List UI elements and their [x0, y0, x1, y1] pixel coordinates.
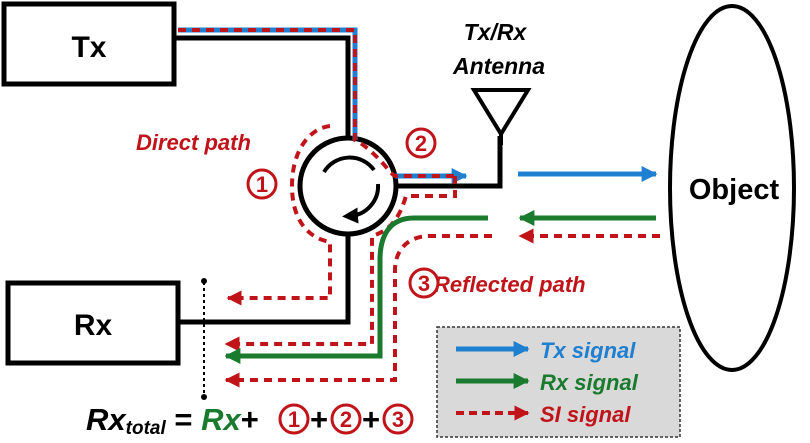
antenna-label-line2: Antenna	[452, 53, 545, 79]
tx-block: Tx	[1, 1, 177, 87]
eq-num-3: 3	[392, 407, 404, 432]
legend: Tx signal Rx signal SI signal	[436, 326, 681, 438]
path-number-2: 2	[405, 127, 437, 159]
tx-label: Tx	[71, 31, 106, 64]
eq-equals: =	[166, 402, 201, 437]
wiring	[174, 35, 503, 325]
legend-rx-label: Rx signal	[540, 370, 639, 395]
legend-tx-label: Tx signal	[540, 338, 636, 363]
eq-num-2: 2	[340, 407, 352, 432]
svg-text:2: 2	[415, 131, 427, 156]
equation: Rxtotal = Rx+ 1 + 2 + 3	[86, 402, 414, 439]
eq-rx-term: Rx	[201, 402, 242, 437]
circulator	[297, 135, 399, 237]
legend-si-label: SI signal	[540, 402, 631, 427]
circulator-arc-arrow	[342, 183, 381, 224]
eq-rx-subscript: total	[126, 418, 167, 439]
si-path-reflected	[224, 228, 660, 388]
svg-text:Rxtotal = Rx+: Rxtotal = Rx+	[86, 402, 259, 439]
rx-coupling-line	[201, 278, 207, 400]
svg-text:3: 3	[418, 271, 430, 296]
antenna-icon	[470, 88, 532, 145]
circulator-to-rx-wire	[178, 230, 351, 325]
reflected-path-label: Reflected path	[434, 272, 586, 297]
si-path-tx-leak	[178, 28, 460, 178]
object-block: Object	[668, 4, 796, 372]
eq-plus-1: +	[241, 402, 259, 437]
rx-signal-path	[224, 209, 656, 365]
circulator-arc-top	[322, 155, 376, 174]
eq-rx-total: Rx	[86, 402, 127, 437]
rx-label: Rx	[74, 309, 113, 342]
path-number-1: 1	[246, 168, 278, 200]
direct-path-label: Direct path	[136, 130, 251, 155]
eq-num-1: 1	[288, 407, 300, 432]
object-label: Object	[689, 174, 780, 206]
antenna-label-line1: Tx/Rx	[464, 19, 528, 45]
rx-block: Rx	[5, 280, 181, 366]
eq-plus-3: +	[362, 402, 380, 437]
si-path-direct	[226, 124, 332, 306]
svg-text:1: 1	[256, 172, 268, 197]
circulator-to-antenna-wire	[398, 136, 503, 189]
tx-to-circulator-wire	[174, 35, 351, 142]
path-number-3: 3	[408, 267, 440, 299]
eq-plus-2: +	[310, 402, 328, 437]
